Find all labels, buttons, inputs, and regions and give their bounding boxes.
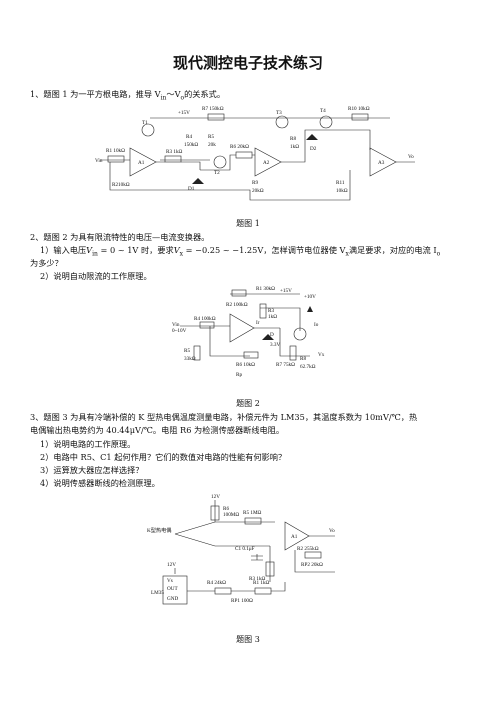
svg-text:20k: 20k (208, 142, 216, 148)
svg-text:R6: R6 (223, 506, 229, 512)
svg-text:Vs: Vs (167, 578, 173, 584)
svg-text:0~10V: 0~10V (172, 328, 187, 334)
svg-text:RP2 20kΩ: RP2 20kΩ (301, 562, 323, 568)
figure-1-caption: 题图 1 (236, 219, 260, 228)
svg-text:1kΩ: 1kΩ (290, 144, 299, 150)
question-2-line4: 2）说明自动限流的工作原理。 (40, 271, 152, 281)
question-2-line1: 2、题图 2 为具有限流特性的电压—电流变换器。 (30, 232, 210, 242)
svg-text:R2: R2 (112, 182, 118, 188)
svg-text:150kΩ: 150kΩ (184, 142, 198, 148)
svg-text:A3: A3 (378, 160, 385, 166)
page-title: 现代测控电子技术练习 (172, 54, 323, 72)
svg-text:GND: GND (167, 596, 178, 602)
svg-text:R4 100kΩ: R4 100kΩ (194, 316, 216, 322)
figure-2-caption: 题图 2 (236, 399, 260, 408)
svg-text:R5: R5 (208, 134, 214, 140)
circuit-diagram-1: Vin R1 10kΩ R2 10kΩ A1 T1 R3 1kΩ D1 +15V… (95, 106, 415, 201)
svg-text:T2: T2 (214, 170, 220, 176)
svg-text:+10V: +10V (304, 294, 316, 300)
question-3-item-3: 3）运算放大器应怎样选择？ (40, 465, 144, 475)
svg-text:Vo: Vo (329, 528, 335, 534)
svg-text:Vx: Vx (318, 352, 325, 358)
svg-text:R3 1kΩ: R3 1kΩ (166, 149, 183, 155)
svg-text:33kΩ: 33kΩ (184, 356, 196, 362)
svg-text:Vo: Vo (408, 154, 414, 160)
circuit-diagram-3: 12V R6 100MΩ K型热电偶 R5 1MΩ C1 0.1μF A1 Vo… (147, 494, 335, 605)
svg-text:R8: R8 (290, 136, 296, 142)
svg-text:R10 10kΩ: R10 10kΩ (348, 106, 370, 112)
circuit-diagram-2: R1 30kΩ +15V +10V R2 100kΩ R3 1kΩ Ir R4 … (172, 286, 325, 378)
svg-text:C1 0.1μF: C1 0.1μF (235, 546, 255, 552)
question-3-item-4: 4）说明传感器断线的检测原理。 (40, 478, 160, 488)
svg-text:A2: A2 (263, 160, 270, 166)
svg-text:K型热电偶: K型热电偶 (147, 526, 172, 534)
svg-text:1kΩ: 1kΩ (268, 314, 277, 320)
svg-text:R1 30kΩ: R1 30kΩ (256, 286, 275, 292)
svg-text:LM35: LM35 (151, 590, 164, 596)
svg-text:3.3V: 3.3V (270, 342, 280, 348)
svg-text:R9: R9 (252, 180, 258, 186)
svg-text:T3: T3 (276, 110, 282, 116)
svg-text:OUT: OUT (167, 586, 178, 592)
svg-text:R4: R4 (186, 134, 192, 140)
svg-text:R2 100kΩ: R2 100kΩ (226, 302, 248, 308)
svg-text:D2: D2 (310, 146, 317, 152)
svg-text:D1: D1 (188, 186, 195, 192)
svg-text:62.7kΩ: 62.7kΩ (300, 364, 316, 370)
svg-text:Ir: Ir (256, 320, 260, 326)
svg-text:12V: 12V (211, 494, 220, 500)
svg-text:A1: A1 (138, 160, 145, 166)
svg-text:12V: 12V (167, 562, 176, 568)
svg-text:R6 10kΩ: R6 10kΩ (236, 362, 255, 368)
svg-text:R1 1kΩ: R1 1kΩ (253, 580, 270, 586)
svg-text:R2 255kΩ: R2 255kΩ (297, 546, 319, 552)
svg-text:RP1 100Ω: RP1 100Ω (231, 598, 253, 604)
svg-text:A1: A1 (291, 534, 298, 540)
question-2-line2: 1）输入电压Vin = 0 ~ 1V 时，要求Vx = −0.25 ~ −1.2… (40, 245, 441, 258)
svg-text:R3 1kΩ: R3 1kΩ (249, 576, 266, 582)
question-1-text: 1、题图 1 为一平方根电路，推导 Vin～Vo的关系式。 (30, 89, 226, 102)
svg-text:Vin: Vin (95, 158, 103, 164)
svg-text:D: D (270, 332, 274, 338)
question-3-line1: 3、题图 3 为具有冷端补偿的 K 型热电偶温度测量电路，补偿元件为 LM35，… (30, 412, 418, 422)
question-2-line3: 为多少？ (30, 258, 63, 268)
svg-text:R7 75kΩ: R7 75kΩ (276, 362, 295, 368)
figure-3-caption: 题图 3 (236, 635, 260, 644)
svg-text:Io: Io (314, 322, 319, 328)
svg-text:+15V: +15V (280, 288, 292, 294)
svg-text:R8: R8 (300, 356, 306, 362)
svg-text:20kΩ: 20kΩ (252, 188, 264, 194)
svg-text:10kΩ: 10kΩ (336, 188, 348, 194)
svg-text:R4 24kΩ: R4 24kΩ (207, 580, 226, 586)
svg-text:T1: T1 (142, 120, 148, 126)
question-3-item-1: 1）说明电路的工作原理。 (40, 439, 136, 449)
svg-text:R7 150kΩ: R7 150kΩ (202, 106, 224, 112)
svg-text:R3: R3 (268, 308, 274, 314)
svg-text:10kΩ: 10kΩ (118, 182, 130, 188)
svg-text:R5 1MΩ: R5 1MΩ (243, 510, 262, 516)
svg-text:100MΩ: 100MΩ (223, 512, 239, 518)
question-3-item-2: 2）电路中 R5、C1 起何作用？它们的数值对电路的性能有何影响？ (40, 452, 287, 462)
svg-text:T4: T4 (320, 108, 326, 114)
svg-text:R1 10kΩ: R1 10kΩ (106, 148, 125, 154)
svg-text:+15V: +15V (178, 110, 190, 116)
svg-text:Rp: Rp (236, 372, 242, 378)
svg-text:Vin: Vin (172, 322, 180, 328)
question-3-line2: 电偶输出热电势约为 40.44μV/℃。电阻 R6 为检测传感器断线电阻。 (30, 425, 285, 435)
svg-text:R6 20kΩ: R6 20kΩ (230, 144, 249, 150)
svg-text:R11: R11 (336, 180, 345, 186)
svg-text:R5: R5 (184, 348, 190, 354)
